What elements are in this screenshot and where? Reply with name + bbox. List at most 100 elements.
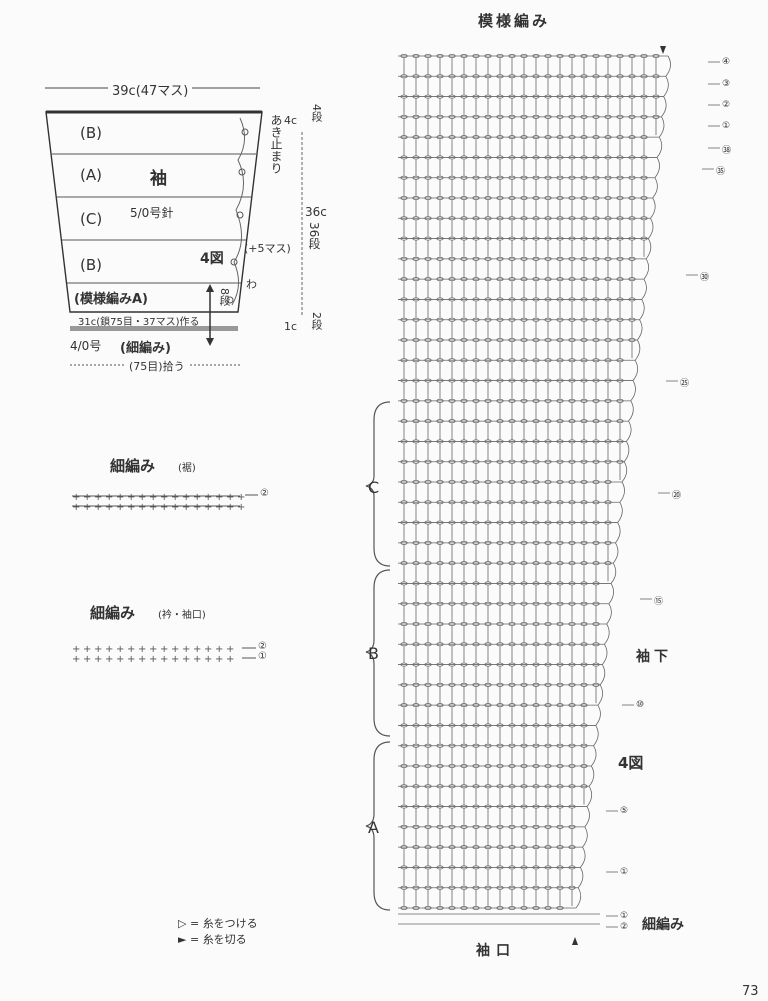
chain-stitch — [568, 845, 576, 850]
chain-stitch — [484, 500, 492, 505]
chain-stitch — [400, 865, 408, 870]
chain-stitch — [412, 723, 420, 728]
edge-ruffle — [628, 400, 634, 422]
chain-stitch — [460, 662, 468, 667]
chain-stitch — [448, 601, 456, 606]
chain-stitch — [496, 337, 504, 342]
chain-stitch — [508, 378, 516, 383]
chain-stitch — [496, 824, 504, 829]
chain-stitch — [448, 865, 456, 870]
chain-stitch — [448, 378, 456, 383]
piece-name: 袖 — [150, 169, 167, 189]
chain-stitch — [448, 155, 456, 160]
chain-stitch — [484, 378, 492, 383]
single-crochet-stitch: + — [182, 492, 190, 503]
chain-stitch — [580, 784, 588, 789]
chain-stitch — [424, 297, 432, 302]
chain-stitch — [436, 500, 444, 505]
chain-stitch — [520, 439, 528, 444]
chain-stitch — [532, 845, 540, 850]
chain-stitch — [460, 885, 468, 890]
chain-stitch — [496, 236, 504, 241]
single-crochet-stitch: + — [138, 492, 146, 503]
chain-stitch — [568, 682, 576, 687]
chain-stitch — [544, 216, 552, 221]
chain-stitch — [412, 74, 420, 79]
chain-stitch — [484, 277, 492, 282]
chain-stitch — [436, 155, 444, 160]
chain-stitch — [556, 94, 564, 99]
chain-stitch — [436, 195, 444, 200]
chain-stitch — [556, 277, 564, 282]
chain-stitch — [472, 824, 480, 829]
chain-stitch — [460, 561, 468, 566]
chain-stitch — [496, 601, 504, 606]
chain-stitch — [628, 216, 636, 221]
chain-stitch — [556, 256, 564, 261]
chain-stitch — [580, 520, 588, 525]
hem-stitch-rows: ++++++++++++++++++++++++++++++++ — [72, 492, 258, 513]
chain-stitch — [544, 500, 552, 505]
chain-stitch — [436, 317, 444, 322]
single-crochet-stitch: + — [237, 502, 245, 513]
chain-stitch — [520, 561, 528, 566]
chain-stitch — [496, 885, 504, 890]
chain-stitch — [544, 358, 552, 363]
row-label-20: ⑳ — [672, 491, 682, 501]
chain-stitch — [484, 256, 492, 261]
chain-stitch — [400, 74, 408, 79]
chain-stitch — [544, 581, 552, 586]
chain-stitch — [532, 277, 540, 282]
chain-stitch — [436, 74, 444, 79]
chain-stitch — [568, 419, 576, 424]
chain-stitch — [472, 54, 480, 59]
single-crochet-stitch: + — [72, 644, 80, 655]
chain-stitch — [496, 642, 504, 647]
chain-stitch — [592, 419, 600, 424]
chain-stitch — [400, 703, 408, 708]
chain-stitch — [592, 439, 600, 444]
chain-stitch — [448, 297, 456, 302]
chain-stitch — [580, 135, 588, 140]
row-label-1: ① — [620, 867, 629, 877]
chain-stitch — [424, 561, 432, 566]
single-crochet-stitch: + — [193, 654, 201, 665]
chain-stitch — [424, 906, 432, 911]
chain-stitch — [544, 378, 552, 383]
chain-stitch — [496, 520, 504, 525]
chain-stitch — [496, 459, 504, 464]
chain-stitch — [484, 236, 492, 241]
chain-stitch — [508, 216, 516, 221]
chain-stitch — [496, 703, 504, 708]
chain-stitch — [520, 743, 528, 748]
chain-stitch — [496, 297, 504, 302]
chain-stitch — [412, 500, 420, 505]
chain-stitch — [412, 378, 420, 383]
cut-marker-top — [660, 46, 666, 54]
single-crochet-stitch: + — [94, 644, 102, 655]
chain-stitch — [436, 479, 444, 484]
chain-stitch — [544, 845, 552, 850]
chain-stitch — [448, 114, 456, 119]
chain-stitch — [484, 114, 492, 119]
chain-stitch — [424, 398, 432, 403]
chain-stitch — [544, 54, 552, 59]
chain-stitch — [448, 804, 456, 809]
chain-stitch — [400, 175, 408, 180]
chain-stitch — [400, 398, 408, 403]
chain-stitch — [424, 439, 432, 444]
brace-a — [365, 741, 391, 911]
chain-stitch — [496, 439, 504, 444]
chain-stitch — [532, 764, 540, 769]
chain-stitch — [556, 54, 564, 59]
chain-stitch — [412, 459, 420, 464]
chain-stitch — [652, 54, 660, 59]
single-crochet-stitch: + — [171, 502, 179, 513]
chain-stitch — [568, 439, 576, 444]
single-crochet-stitch: + — [171, 644, 179, 655]
chain-stitch — [400, 743, 408, 748]
chain-stitch — [412, 114, 420, 119]
chain-stitch — [592, 459, 600, 464]
chain-stitch — [544, 236, 552, 241]
chain-stitch — [580, 601, 588, 606]
